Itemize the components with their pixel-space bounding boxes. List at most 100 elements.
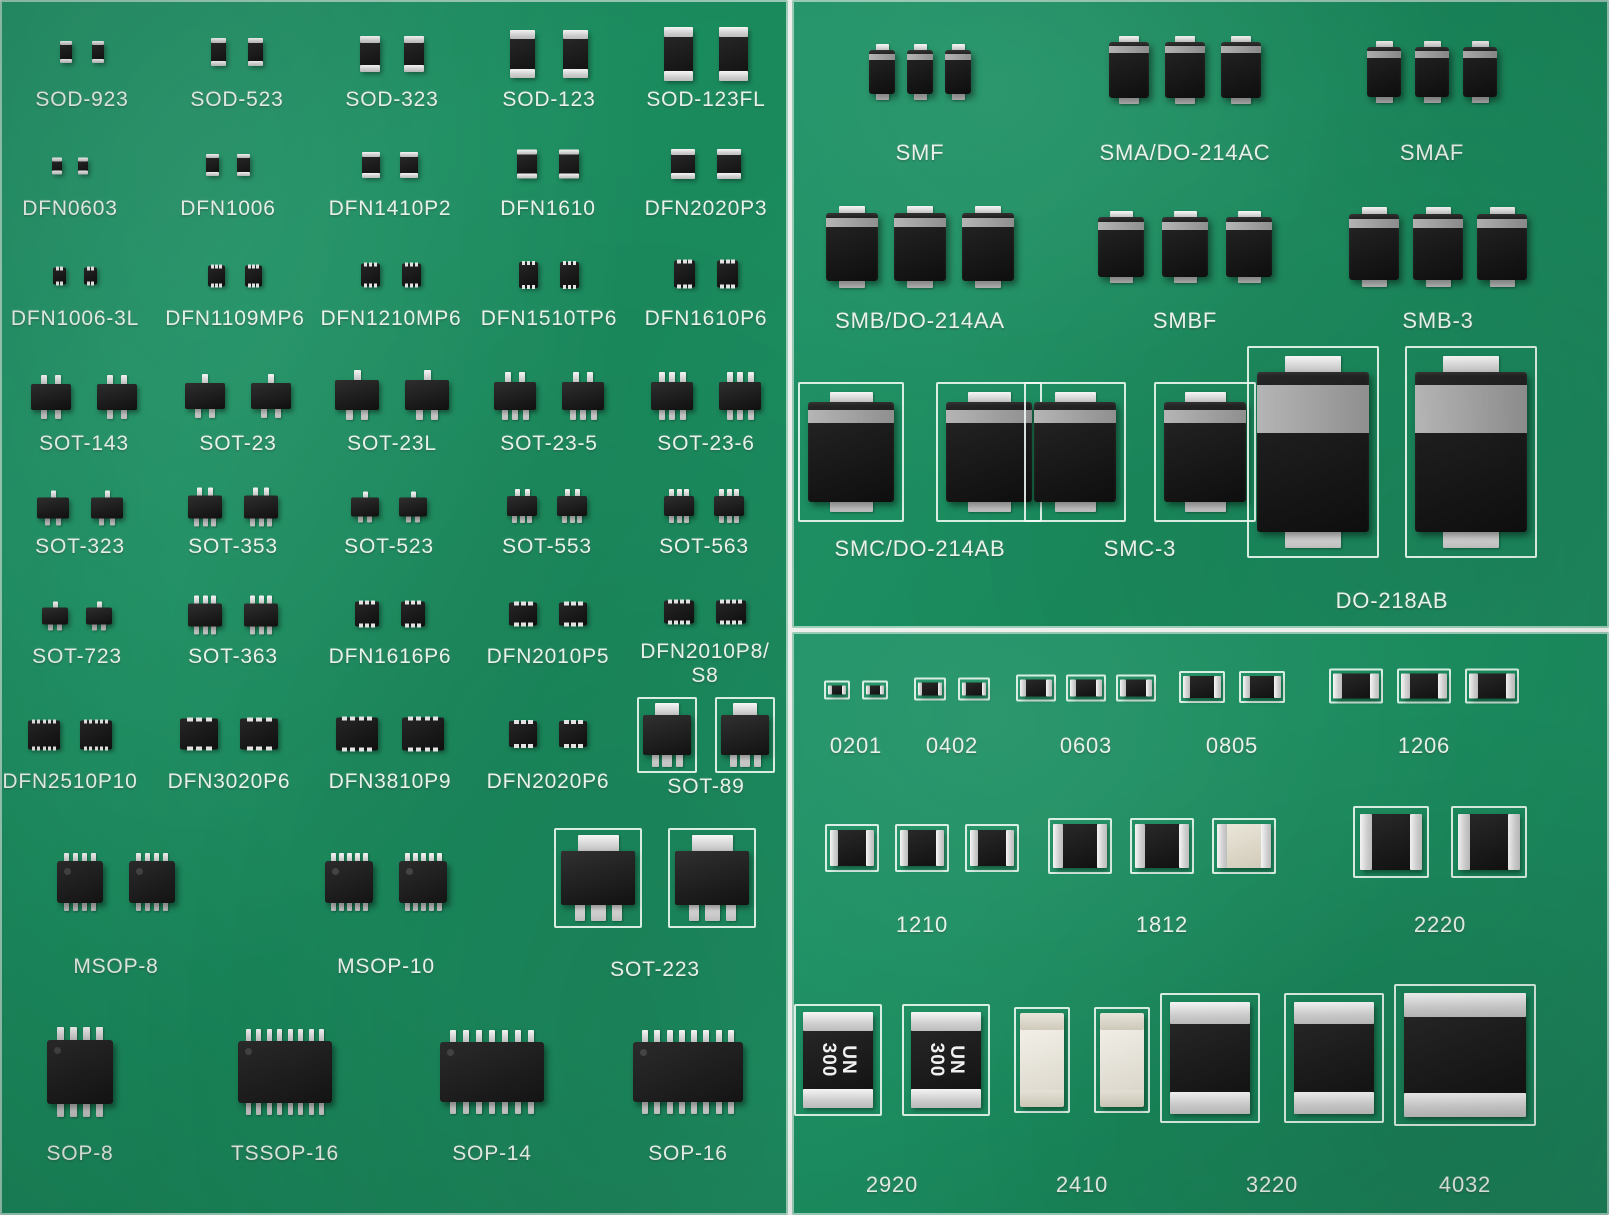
dfn-pad [521,601,526,606]
ic-pin [136,900,141,911]
ic-pin [96,1027,103,1043]
chip-component [1183,676,1221,698]
dfn-pad [215,264,218,269]
dfn-pad [359,747,364,752]
package-group-sod-123fl [664,27,748,81]
dfn-pad [731,284,735,289]
dfn-pad [683,259,687,264]
sot-lead [505,372,511,385]
sot-component [42,601,68,631]
cathode-band [1162,222,1208,230]
package-group-sop-8 [47,1027,113,1117]
package-group-0805 [1179,671,1285,703]
chip-terminal [911,1089,981,1108]
chip-terminal [918,682,922,696]
sot-lead [415,513,420,523]
fuse-component [1100,1013,1144,1107]
dfn-pad [732,620,736,625]
sot-lead [51,490,56,501]
package-group-sot-23-5 [494,372,604,420]
sot-lead [194,515,199,527]
ic-pin [163,900,168,911]
ic-pin [57,1027,64,1043]
dfn-pad [211,264,214,269]
ic-body [440,1042,544,1102]
chip-terminal [1183,676,1190,698]
dfn-pad [91,266,94,271]
heat-tab [733,703,757,718]
sot-lead [195,406,201,418]
package-label: 1812 [1135,912,1189,937]
chip-terminal [248,61,263,66]
dfn-pad [578,601,583,606]
silkscreen-outline [1405,346,1537,558]
dfn-pad [571,622,576,627]
diode-body [1221,42,1261,98]
sot-body [251,383,291,409]
chip-terminal [78,157,88,162]
package-label: 0402 [925,733,979,758]
package-group-3220 [1160,993,1384,1123]
ic-pin [489,1030,495,1045]
ic-pin [728,1099,734,1114]
chip-terminal [92,59,104,63]
dfn-pad [571,744,576,748]
diode-lead [914,91,927,100]
ic-component [47,1027,113,1117]
dfn-pad [350,716,355,721]
dfn-pad [37,719,40,724]
cathode-band [826,218,878,227]
package-group-sod-923 [60,41,104,63]
package-group-dfn3810p9 [336,716,444,752]
sot89-lead [705,902,720,921]
diode-lead [1490,207,1515,217]
dfn-pad [674,599,678,604]
package-label: SOD-123FL [646,88,766,111]
sot-body [86,607,112,625]
sot-lead [659,372,665,385]
ic-pin [413,853,418,864]
diode-body [1109,42,1149,98]
dfn-pad [342,716,347,721]
package-label: TSSOP-16 [231,1142,339,1165]
dfn-pad [411,623,415,628]
package-label: SOT-723 [32,645,122,668]
chip-component [962,682,986,696]
package-label: SMAF [1399,140,1465,165]
dfn-component [336,716,378,752]
dfn-pad [680,620,684,625]
diode-component [907,44,933,100]
dfn-pad [60,281,63,286]
diode-lead [839,278,865,288]
chip-terminal [671,173,695,179]
cathode-band [1415,385,1527,433]
diode-body [1165,42,1205,98]
package-label: SOD-123 [502,88,596,111]
ic-pin [642,1030,648,1045]
sot89-body [675,851,749,905]
dfn-pad [528,744,533,748]
ic-pin [728,1030,734,1045]
sot-component [719,372,761,420]
diode-lead [1443,529,1499,548]
package-group-sod-323 [360,36,424,72]
diode-component [1221,36,1261,104]
chip-terminal [936,830,944,866]
diode-lead [1175,95,1195,104]
sot-lead [261,406,267,418]
ic-pin [667,1030,673,1045]
ic-body [399,861,447,903]
sot-lead [591,407,597,420]
dfn-pad [369,262,372,267]
silkscreen-outline [715,697,775,773]
ic-pin [450,1030,456,1045]
silkscreen-outline [958,677,990,701]
sot-lead [202,374,208,386]
chip-terminal [717,173,741,179]
chip-terminal [982,682,986,696]
dfn-pad [371,623,375,628]
dfn-pad [95,746,98,751]
silkscreen-outline [1239,671,1285,703]
diode-component [945,44,971,100]
sot-body [188,495,222,519]
